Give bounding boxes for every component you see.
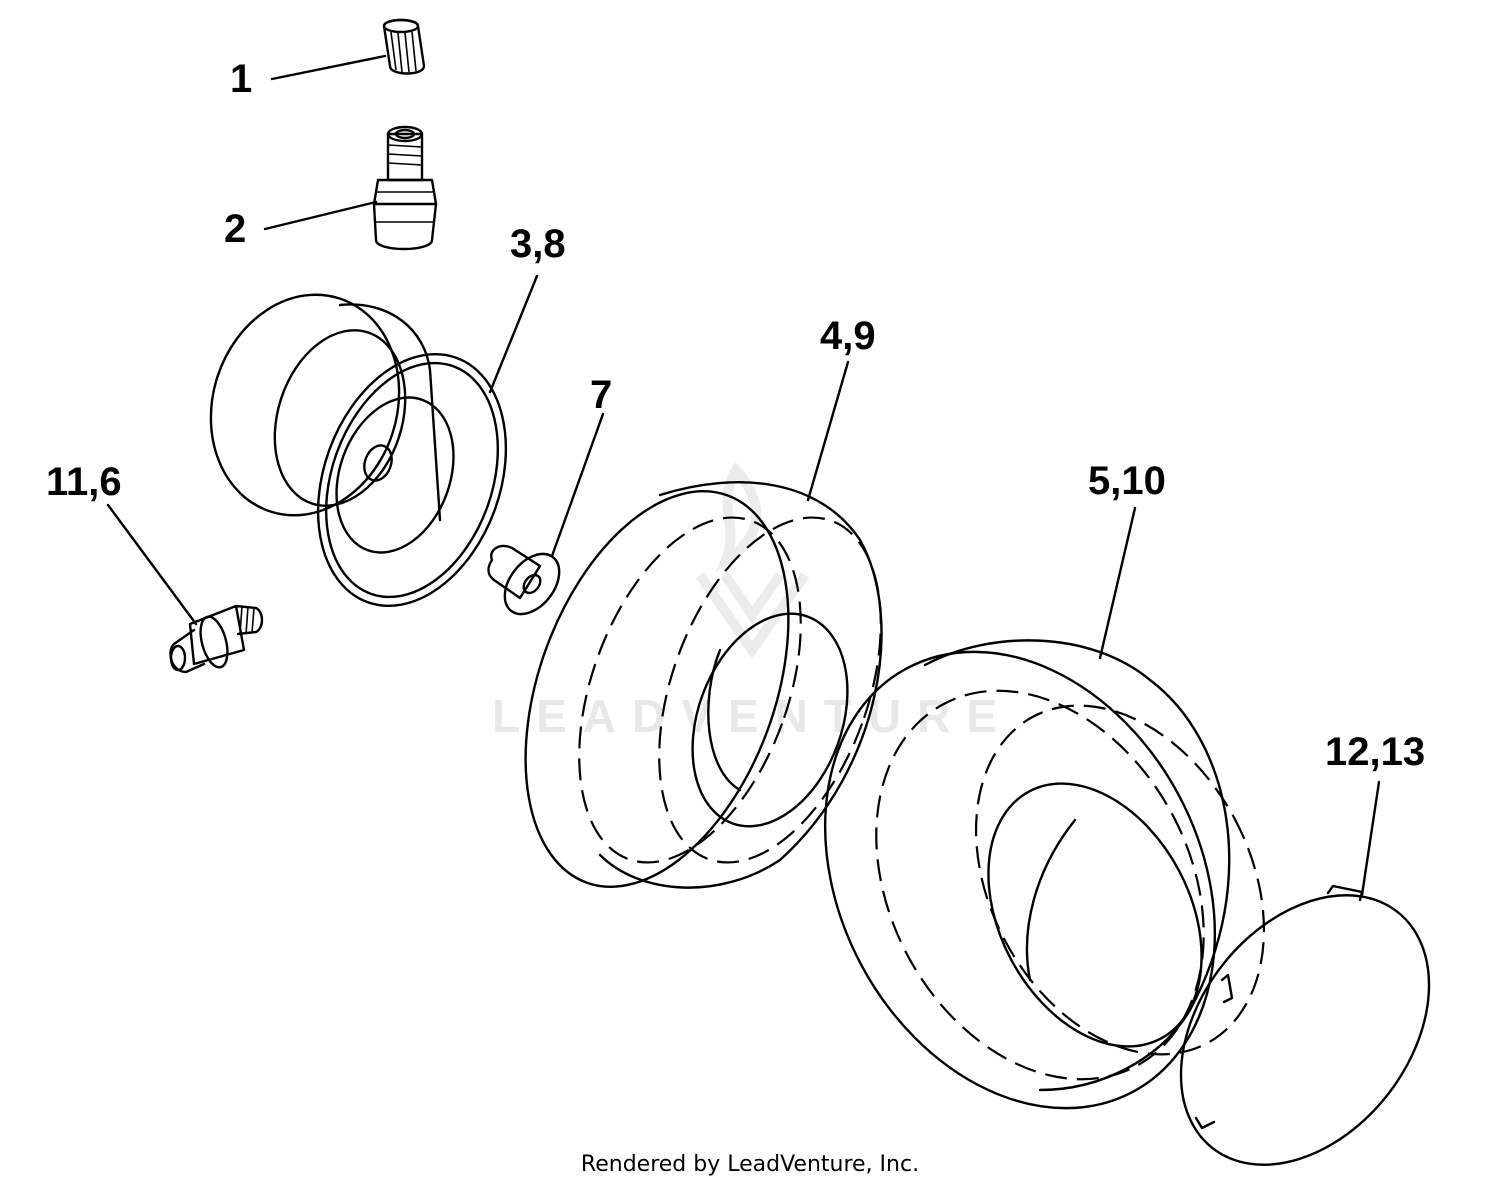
leader-11-6	[106, 503, 198, 626]
rim-part	[209, 293, 508, 608]
hub-cap-part	[1179, 884, 1431, 1166]
leader-4-9	[806, 360, 850, 502]
callout-1: 1	[230, 57, 252, 101]
callout-labels: 1 2 3,8 4,9 5,10 7 11,6 12,13	[46, 57, 1425, 774]
callout-11-6: 11,6	[46, 460, 122, 504]
leader-2	[263, 200, 378, 231]
leader-12-13	[1360, 780, 1381, 897]
leader-3-8	[488, 274, 539, 394]
grease-fitting-part	[169, 604, 264, 674]
bushing-part	[487, 544, 561, 616]
footer-credit: Rendered by LeadVenture, Inc.	[580, 1152, 920, 1177]
leader-5-10	[1098, 506, 1137, 660]
valve-stem-part	[372, 125, 438, 251]
watermark-text: LEADVENTURE	[492, 690, 1013, 742]
callout-3-8: 3,8	[510, 222, 566, 266]
front-tire-part	[524, 481, 883, 889]
callout-7: 7	[590, 373, 612, 417]
callout-4-9: 4,9	[820, 314, 876, 358]
leader-lines	[106, 54, 1381, 897]
leader-7	[550, 412, 605, 558]
callout-5-10: 5,10	[1088, 459, 1166, 503]
callout-12-13: 12,13	[1325, 730, 1425, 774]
valve-cap-part	[382, 18, 426, 75]
callout-2: 2	[224, 207, 246, 251]
watermark: LEADVENTURE	[492, 461, 1013, 742]
rear-tire-part	[823, 639, 1266, 1110]
leader-1	[270, 54, 387, 81]
